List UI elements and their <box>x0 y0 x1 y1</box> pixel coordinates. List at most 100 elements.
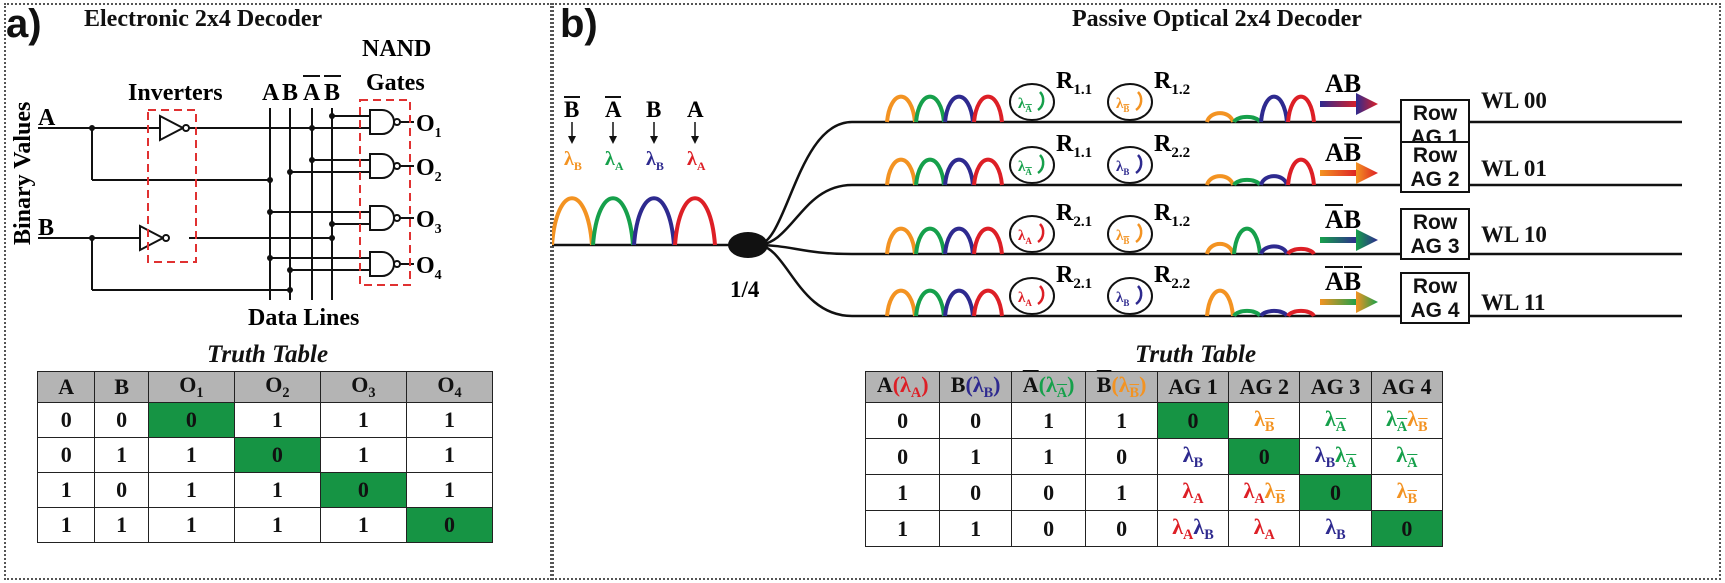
tt-b-cell: λB <box>1156 438 1230 475</box>
tt-b-cell: 1 <box>939 510 1012 547</box>
ring-drop-arrow <box>1037 154 1045 175</box>
input-arrowhead <box>691 136 699 144</box>
branch-pulse <box>943 288 975 317</box>
tt-b-cell: λA <box>1370 438 1444 475</box>
micro-ring <box>1107 146 1153 184</box>
panel-b-truth-table-title: Truth Table <box>1135 341 1257 368</box>
tt-a-cell: 1 <box>94 437 149 473</box>
micro-ring <box>1009 146 1055 184</box>
tt-b-cell: λBλA <box>1299 438 1372 475</box>
ring-lambda-label: λA <box>1018 228 1032 246</box>
tt-b-cell: λA <box>1156 474 1230 511</box>
decoded-pulse <box>1286 246 1316 256</box>
tt-a-header-o2: O2 <box>233 371 321 403</box>
electronic-decoder-circuit: Binary Values Inverters NAND Gates A B A… <box>10 36 442 331</box>
input-arrowhead <box>568 136 576 144</box>
ring-drop-arrow <box>1135 223 1143 244</box>
data-lines-label: Data Lines <box>248 305 359 331</box>
input-wavelength-pulse <box>591 196 635 246</box>
table-row: 1 0 0 1 λA λAλB 0 λB <box>864 474 1444 511</box>
branch-pulse <box>885 157 917 186</box>
decoded-pulse <box>1205 241 1235 255</box>
decoded-pulse <box>1286 94 1316 123</box>
ring-id-label: R1.1 <box>1056 68 1092 98</box>
input-wavelength-pulse <box>632 196 676 246</box>
branch-pulse <box>914 157 946 186</box>
ring-lambda-label: λB <box>1116 159 1129 177</box>
input-bit-label: A <box>687 97 704 122</box>
wordline-label: WL 11 <box>1481 290 1546 315</box>
inverters-box <box>147 109 197 263</box>
input-bit-label: B <box>564 97 579 122</box>
micro-ring <box>1009 215 1055 253</box>
tt-b-header-ag2: AG 2 <box>1228 371 1301 403</box>
tt-b-header-abar: A(λA) <box>1010 371 1087 403</box>
tt-b-cell: λAλB <box>1228 474 1301 511</box>
circuit-wires <box>38 108 414 300</box>
panel-b-letter: b) <box>560 2 598 46</box>
ring-lambda-label: λB <box>1116 228 1129 246</box>
tt-a-cell: 0 <box>94 472 149 508</box>
bus-label-b: B <box>282 80 298 106</box>
output-arrowhead <box>1356 291 1378 313</box>
output-logic-label: AB <box>1325 205 1361 234</box>
ring-lambda-label: λA <box>1018 96 1032 114</box>
tt-b-cell: λA <box>1299 402 1372 439</box>
tt-b-header-ag1: AG 1 <box>1156 371 1230 403</box>
tt-a-cell: 0 <box>36 437 96 473</box>
tt-b-header-bbar: B(λB) <box>1085 371 1158 403</box>
ring-id-label: R2.2 <box>1154 262 1190 292</box>
ring-lambda-label: λA <box>1018 290 1032 308</box>
decoded-pulse <box>1232 114 1262 124</box>
tt-b-cell: 0 <box>1085 510 1158 547</box>
input-a-label: A <box>38 105 56 131</box>
output-arrow-shaft <box>1320 299 1358 305</box>
branch-pulse <box>914 94 946 123</box>
tt-b-cell-selected: 0 <box>1228 438 1301 475</box>
micro-ring <box>1107 277 1153 315</box>
input-lambda-label: λA <box>605 148 624 173</box>
row-box-group: AG 3 <box>1410 235 1460 258</box>
micro-ring <box>1009 83 1055 121</box>
input-arrowhead <box>609 136 617 144</box>
tt-a-cell-selected: 0 <box>233 437 321 473</box>
tt-b-header-ag4: AG 4 <box>1370 371 1444 403</box>
tt-a-cell: 1 <box>147 507 235 543</box>
tt-a-cell: 0 <box>36 402 96 438</box>
panel-a-electronic-decoder <box>4 3 552 580</box>
tt-b-cell: 0 <box>1010 510 1087 547</box>
splitter-branches <box>756 120 1682 318</box>
tt-b-cell: 1 <box>1010 402 1087 439</box>
ring-id-label: R1.2 <box>1154 200 1190 230</box>
branch-pulse <box>943 94 975 123</box>
panel-a-title: Electronic 2x4 Decoder <box>84 6 323 32</box>
decoded-pulse <box>1232 177 1262 187</box>
ring-id-label: R2.1 <box>1056 200 1092 230</box>
panel-a-truth-table: A B O1 O2 O3 O4 0 0 0 1 1 1 0 1 1 0 1 1 … <box>36 371 494 543</box>
input-lambda-label: λA <box>687 148 706 173</box>
branch-pulse <box>972 157 1004 186</box>
table-row: 0 1 1 0 1 1 <box>36 437 494 473</box>
tt-b-cell: 1 <box>1010 438 1087 475</box>
splitter-label: 1/4 <box>730 277 760 302</box>
decoded-pulse <box>1259 94 1289 123</box>
tt-b-cell: 0 <box>939 402 1012 439</box>
table-row: 0 1 1 0 λB 0 λBλA λA <box>864 438 1444 475</box>
tt-b-cell: λA <box>1228 510 1301 547</box>
tt-b-header-a: A(λA) <box>864 371 941 403</box>
tt-a-cell: 0 <box>94 402 149 438</box>
ring-id-label: R1.1 <box>1056 131 1092 161</box>
ring-id-label: R1.2 <box>1154 68 1190 98</box>
micro-ring <box>1107 215 1153 253</box>
tt-b-cell: λB <box>1228 402 1301 439</box>
tt-b-cell-selected: 0 <box>1156 402 1230 439</box>
output-arrow-shaft <box>1320 170 1358 176</box>
decoded-pulse <box>1232 308 1262 318</box>
tt-a-cell: 1 <box>319 437 407 473</box>
nand-gates-box <box>359 99 411 286</box>
tt-a-header-o4: O4 <box>405 371 494 403</box>
tt-a-cell: 1 <box>147 437 235 473</box>
tt-a-cell: 1 <box>319 507 407 543</box>
nand-label-line2: Gates <box>366 70 425 96</box>
ring-drop-arrow <box>1037 223 1045 244</box>
